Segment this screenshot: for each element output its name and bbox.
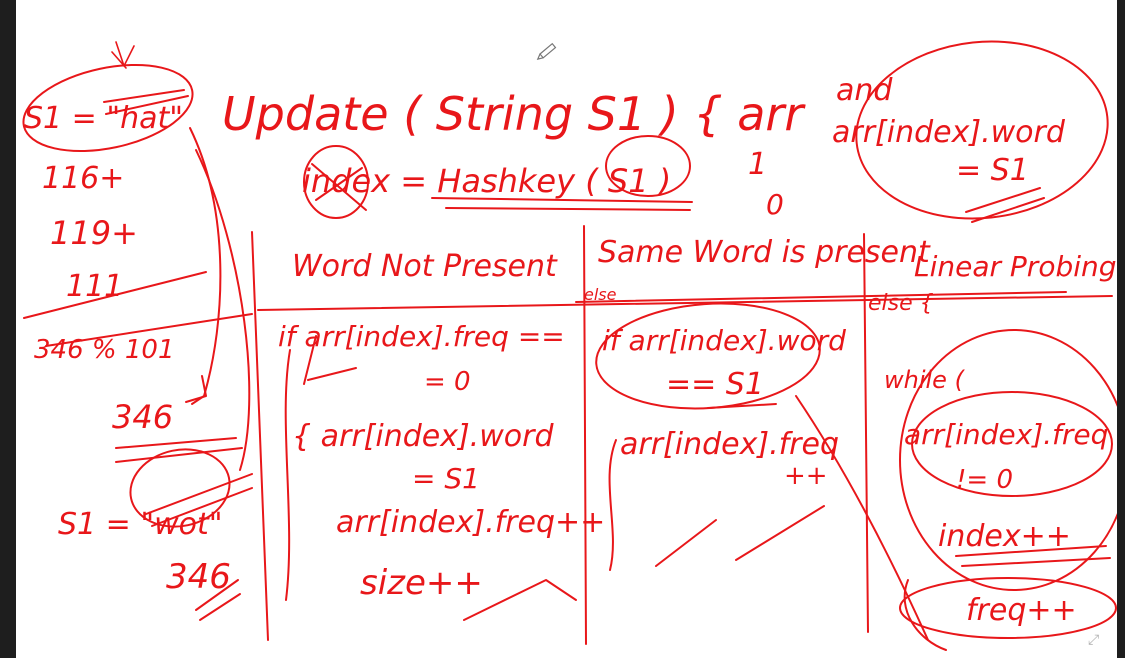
pencil-icon [536, 42, 557, 60]
update-signature: Update ( String S1 ) { arr [222, 87, 806, 141]
arrow-to-346 [189, 127, 222, 405]
arrow-head [185, 375, 207, 403]
c3-underline [955, 545, 1111, 567]
marker-one: 1 [748, 147, 767, 182]
c2-freq: arr[index].freq [620, 427, 839, 462]
table-left-border [251, 231, 269, 641]
note-119: 119+ [50, 214, 138, 252]
c3-loop-circle [899, 329, 1117, 591]
expand-icon[interactable]: ⤢ [1088, 632, 1099, 648]
sum-line [23, 271, 207, 319]
c1-eqs1: = S1 [412, 462, 480, 495]
c3-freq-circle [899, 577, 1117, 639]
c1-word: { arr[index].word [292, 419, 554, 454]
strike-index [311, 163, 367, 211]
c3-while: while ( [884, 366, 966, 394]
note-346b: 346 [166, 557, 231, 597]
note-346: 346 [112, 398, 173, 436]
c1-if: if arr[index].freq == [278, 320, 565, 353]
note-111: 111 [66, 269, 123, 304]
arrow-to-wot [195, 149, 251, 471]
strike-wot [145, 473, 253, 527]
condition-bubble [855, 40, 1109, 220]
s1-arg-circle [605, 135, 691, 197]
cond-and: and [836, 73, 893, 108]
index-line: index = Hashkey ( S1 ) [302, 162, 671, 200]
c1-size: size++ [360, 563, 483, 603]
underline-hashkey [431, 197, 693, 211]
s1-hat: S1 = "hat" [24, 101, 183, 136]
c2-pp: ++ [784, 461, 828, 491]
col3-header: Linear Probing [914, 250, 1117, 283]
marker-zero: 0 [766, 188, 784, 221]
note-116: 116+ [42, 161, 124, 196]
c1-freq: arr[index].freq++ [336, 505, 605, 540]
c1-brace [284, 349, 291, 601]
c3-brace [903, 579, 947, 651]
strike-346b [195, 579, 241, 621]
c2-brace [608, 439, 617, 571]
c3-index: index++ [938, 519, 1071, 554]
cond-eq: = S1 [956, 153, 1029, 188]
c2-strokes [655, 505, 825, 567]
col2-header-a: Same Word is present [598, 235, 931, 270]
right-frame [1117, 0, 1125, 658]
strike-hat [103, 89, 189, 115]
else-mark: else [584, 285, 617, 304]
c3-ne: != 0 [956, 465, 1013, 495]
col1-header: Word Not Present [292, 249, 558, 284]
header-line [257, 295, 1113, 311]
underline-346 [115, 437, 243, 463]
ink-layer: S1 = "hat" 116+ 119+ 111 346 % 101 346 S… [22, 40, 1117, 651]
index-circle [303, 145, 369, 219]
s1-circle [22, 63, 194, 153]
cond-word: arr[index].word [832, 115, 1066, 150]
c2-eq: == S1 [666, 367, 764, 402]
c2-if: if arr[index].word [602, 324, 846, 357]
c3-cond-circle [911, 391, 1113, 497]
c1-check [303, 335, 357, 385]
s1-wot: S1 = "wot" [58, 507, 223, 542]
header-line-2 [575, 291, 1067, 303]
col-divider-1 [583, 225, 587, 645]
left-frame [0, 0, 16, 658]
wot-circle [129, 448, 231, 528]
arrow-down-mark [111, 41, 135, 69]
c1-checkmark [463, 579, 577, 621]
whiteboard-canvas[interactable]: S1 = "hat" 116+ 119+ 111 346 % 101 346 S… [16, 0, 1117, 658]
c2-arrow [795, 395, 929, 641]
note-mod: 346 % 101 [34, 335, 175, 365]
c3-arr: arr[index].freq [904, 418, 1108, 451]
c1-eq0: = 0 [424, 367, 471, 397]
else-mark-2: else { [868, 291, 934, 316]
c3-freq: freq++ [966, 593, 1077, 628]
c2-underline [707, 403, 777, 409]
underline-cond [965, 187, 1045, 223]
